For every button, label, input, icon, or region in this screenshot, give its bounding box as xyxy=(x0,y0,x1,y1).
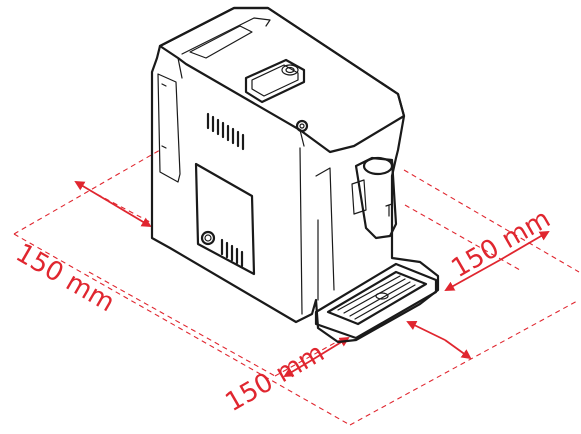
right-clearance-label: 150 mm xyxy=(447,204,556,284)
machine-lid xyxy=(158,6,406,154)
front-clearance-label: 150 mm xyxy=(221,338,330,418)
brew-spout xyxy=(351,156,398,240)
right-clearance-arrow xyxy=(406,230,550,360)
tassimo-logo-icon xyxy=(385,203,393,217)
drip-tray xyxy=(314,262,438,340)
power-button-icon xyxy=(295,119,309,133)
lid-handle xyxy=(189,25,253,59)
side-vent-upper xyxy=(206,112,245,151)
left-clearance-label: 150 mm xyxy=(11,238,120,318)
capsule-window xyxy=(244,58,306,104)
water-tank xyxy=(157,73,181,183)
machine-body-outline xyxy=(150,6,440,344)
coffee-machine xyxy=(150,6,440,344)
side-knob-icon xyxy=(200,230,216,246)
left-clearance-arrow xyxy=(74,180,152,228)
side-access-panel xyxy=(194,162,256,276)
side-vent-lower xyxy=(220,238,244,268)
